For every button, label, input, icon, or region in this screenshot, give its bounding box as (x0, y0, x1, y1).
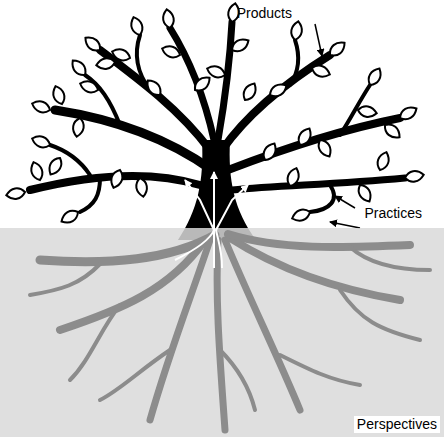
growth-arrows (175, 172, 248, 268)
band-label: Perspectives (354, 416, 440, 433)
roots (30, 234, 430, 430)
leader-arrows (315, 24, 360, 228)
trunk (178, 140, 256, 240)
ground-band-node: Perspectives (0, 228, 444, 437)
practices-label: Practices (364, 206, 422, 221)
products-label: Products (237, 6, 292, 21)
